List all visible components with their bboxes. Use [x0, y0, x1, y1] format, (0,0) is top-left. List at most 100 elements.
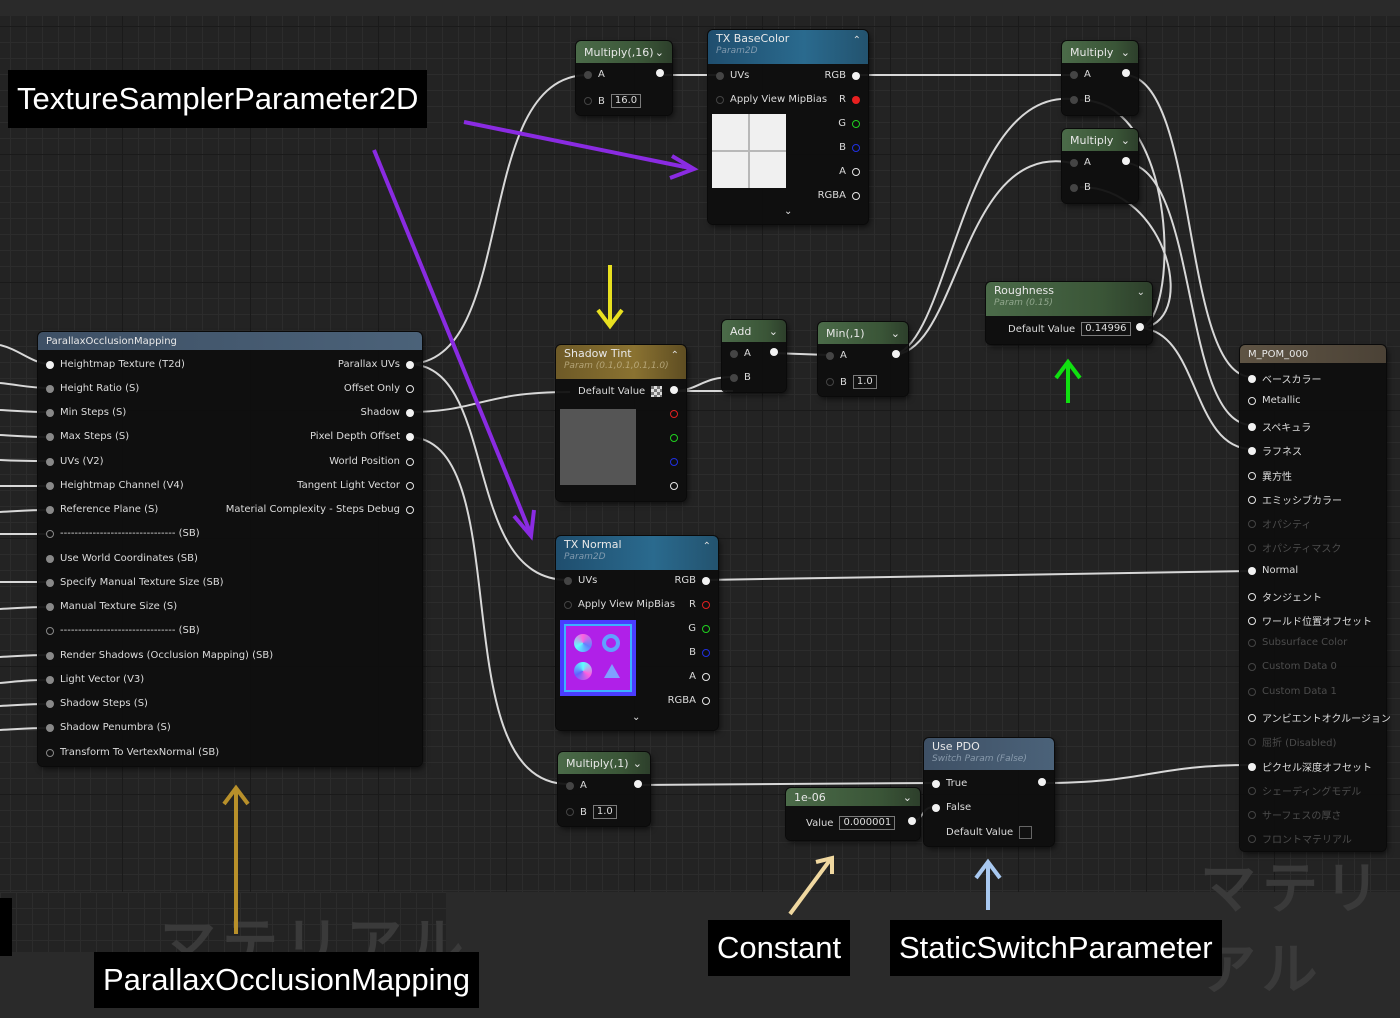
- multiply16-output[interactable]: [656, 69, 664, 77]
- min1-header[interactable]: Min(,1)⌄: [818, 322, 908, 344]
- constant-header[interactable]: 1e-06⌄: [786, 788, 920, 806]
- add-pin-a[interactable]: A: [730, 348, 751, 359]
- material-pin-17[interactable]: シェーディングモデル: [1248, 783, 1361, 798]
- tx-basecolor-out-g[interactable]: G: [838, 118, 860, 129]
- roughness-output[interactable]: [1136, 323, 1144, 331]
- pom-out-3[interactable]: Pixel Depth Offset: [310, 431, 414, 442]
- pom-out-2[interactable]: Shadow: [361, 407, 414, 418]
- tx-basecolor-out-r[interactable]: R: [839, 94, 860, 105]
- shadow-tint-out-rgb[interactable]: [670, 386, 678, 394]
- multiply-top-output[interactable]: [1122, 69, 1130, 77]
- pom-in-1[interactable]: Height Ratio (S): [46, 383, 139, 394]
- material-pin-18[interactable]: サーフェスの厚さ: [1248, 807, 1341, 822]
- material-pin-7[interactable]: オパシティマスク: [1248, 540, 1341, 555]
- chevron-down-icon[interactable]: ⌄: [1136, 287, 1145, 298]
- chevron-up-icon[interactable]: ⌃: [702, 541, 711, 552]
- tx-normal-out-a[interactable]: A: [689, 671, 710, 682]
- material-pin-13[interactable]: Custom Data 1: [1248, 686, 1337, 697]
- multiply-mid-output[interactable]: [1122, 157, 1130, 165]
- pom-out-4[interactable]: World Position: [329, 456, 414, 467]
- tx-normal-out-rgb[interactable]: RGB: [674, 575, 710, 586]
- multiply16-pin-a[interactable]: A: [584, 69, 605, 80]
- pom-out-5[interactable]: Tangent Light Vector: [297, 480, 414, 491]
- tx-basecolor-out-rgba[interactable]: RGBA: [818, 190, 860, 201]
- tx-basecolor-out-b[interactable]: B: [839, 142, 860, 153]
- tx-basecolor-pin-uvs[interactable]: UVs: [716, 70, 749, 81]
- checkbox[interactable]: [1019, 826, 1033, 839]
- pom-header[interactable]: ParallaxOcclusionMapping: [38, 332, 422, 350]
- pom-out-1[interactable]: Offset Only: [344, 383, 414, 394]
- material-pin-16[interactable]: ピクセル深度オフセット: [1248, 759, 1372, 774]
- pom-in-7[interactable]: -------------------------------- (SB): [46, 528, 200, 539]
- pom-in-14[interactable]: Shadow Steps (S): [46, 698, 148, 709]
- material-pin-8[interactable]: Normal: [1248, 565, 1298, 576]
- min1-b-value[interactable]: 1.0: [852, 375, 877, 389]
- material-pin-9[interactable]: タンジェント: [1248, 589, 1322, 604]
- constant-value[interactable]: 0.000001: [839, 816, 896, 830]
- material-pin-10[interactable]: ワールド位置オフセット: [1248, 613, 1372, 628]
- multiply-top-node[interactable]: Multiply⌄ A B: [1062, 41, 1138, 115]
- tx-basecolor-out-a[interactable]: A: [839, 166, 860, 177]
- chevron-down-icon[interactable]: ⌄: [632, 756, 642, 770]
- material-header[interactable]: M_POM_000: [1240, 345, 1386, 363]
- add-header[interactable]: Add⌄: [722, 320, 786, 342]
- chevron-up-icon[interactable]: ⌃: [852, 35, 861, 46]
- pom-out-6[interactable]: Material Complexity - Steps Debug: [226, 504, 414, 515]
- shadow-tint-out-g[interactable]: [670, 434, 678, 442]
- roughness-value[interactable]: 0.14996: [1081, 322, 1131, 336]
- material-pin-19[interactable]: フロントマテリアル: [1248, 831, 1352, 846]
- pom-in-0[interactable]: Heightmap Texture (T2d): [46, 359, 185, 370]
- use-pdo-output[interactable]: [1038, 778, 1046, 786]
- material-pin-6[interactable]: オパシティ: [1248, 516, 1311, 531]
- chevron-down-icon[interactable]: ⌄: [1120, 45, 1130, 59]
- multiply-mid-node[interactable]: Multiply⌄ A B: [1062, 129, 1138, 203]
- chevron-down-icon[interactable]: ⌄: [890, 326, 900, 340]
- multiply-top-header[interactable]: Multiply⌄: [1062, 41, 1138, 63]
- pom-in-9[interactable]: Specify Manual Texture Size (SB): [46, 577, 224, 588]
- min1-pin-a[interactable]: A: [826, 350, 847, 361]
- multiply1-output[interactable]: [634, 780, 642, 788]
- pom-in-4[interactable]: UVs (V2): [46, 456, 104, 467]
- pom-in-3[interactable]: Max Steps (S): [46, 431, 129, 442]
- pom-in-5[interactable]: Heightmap Channel (V4): [46, 480, 184, 491]
- pom-in-12[interactable]: Render Shadows (Occlusion Mapping) (SB): [46, 650, 273, 661]
- material-pin-4[interactable]: 異方性: [1248, 468, 1292, 483]
- tx-normal-pin-mip[interactable]: Apply View MipBias: [564, 599, 675, 610]
- tx-normal-out-g[interactable]: G: [688, 623, 710, 634]
- chevron-down-icon[interactable]: ⌄: [768, 324, 778, 338]
- use-pdo-pin-true[interactable]: True: [932, 778, 967, 789]
- pom-in-6[interactable]: Reference Plane (S): [46, 504, 158, 515]
- material-pin-12[interactable]: Custom Data 0: [1248, 661, 1337, 672]
- material-pin-3[interactable]: ラフネス: [1248, 443, 1302, 458]
- add-node[interactable]: Add⌄ A B: [722, 320, 786, 392]
- pom-in-15[interactable]: Shadow Penumbra (S): [46, 722, 171, 733]
- shadow-tint-out-r[interactable]: [670, 410, 678, 418]
- tx-normal-out-r[interactable]: R: [689, 599, 710, 610]
- tx-basecolor-out-rgb[interactable]: RGB: [824, 70, 860, 81]
- material-pin-11[interactable]: Subsurface Color: [1248, 637, 1347, 648]
- material-pin-1[interactable]: Metallic: [1248, 395, 1301, 406]
- pom-in-8[interactable]: Use World Coordinates (SB): [46, 553, 198, 564]
- multiply16-header[interactable]: Multiply(,16)⌄: [576, 41, 672, 63]
- multiply-mid-pin-b[interactable]: B: [1070, 182, 1091, 193]
- material-output-node[interactable]: M_POM_000 ベースカラー Metallic スペキュラ ラフネス 異方性…: [1240, 345, 1391, 851]
- color-swatch-icon[interactable]: [651, 386, 663, 397]
- tx-basecolor-pin-mip[interactable]: Apply View MipBias: [716, 94, 827, 105]
- pom-in-16[interactable]: Transform To VertexNormal (SB): [46, 747, 219, 758]
